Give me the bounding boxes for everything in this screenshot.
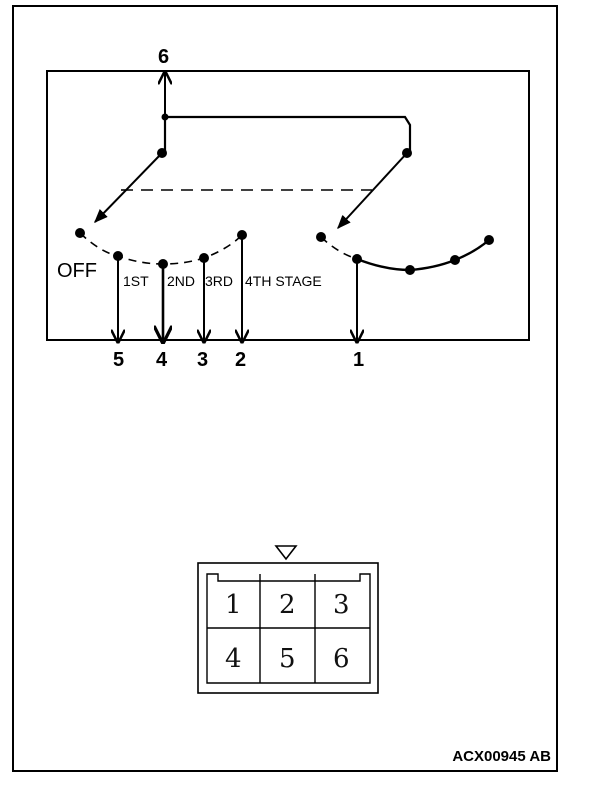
junction-dot <box>161 113 169 121</box>
terminal-label-1: 1 <box>353 349 364 371</box>
label-3rd: 3RD <box>205 273 233 289</box>
connector-pin-1: 1 <box>225 590 242 620</box>
contact-arc-right-bus <box>356 239 490 272</box>
terminal-label-4: 4 <box>156 349 168 371</box>
connector-pin-2: 2 <box>279 590 296 620</box>
connector-housing <box>197 562 379 694</box>
connector-face: 1 2 3 4 5 6 <box>197 545 379 694</box>
terminal-label-6: 6 <box>158 46 169 68</box>
connector-pin-5: 5 <box>279 644 296 674</box>
figure-code: ACX00945 AB <box>452 748 551 765</box>
switch-enclosure <box>46 70 530 341</box>
terminal-label-5: 5 <box>113 349 124 371</box>
contact-arc-left <box>79 232 243 265</box>
label-4th-stage: 4TH STAGE <box>245 273 322 289</box>
contact-arc-right-dashed <box>320 236 358 260</box>
connector-pin-3: 3 <box>333 590 350 620</box>
label-2nd: 2ND <box>167 273 195 289</box>
connector-pin-6: 6 <box>333 644 350 674</box>
right-switch-arm <box>337 152 408 230</box>
common-bus <box>165 115 412 152</box>
connector-key-triangle <box>274 545 298 561</box>
label-off: OFF <box>57 260 97 282</box>
left-switch-arm <box>94 152 163 224</box>
connector-pin-4: 4 <box>225 644 242 674</box>
outer-frame <box>12 5 558 772</box>
label-1st: 1ST <box>123 273 149 289</box>
terminal-label-3: 3 <box>197 349 208 371</box>
terminal-label-2: 2 <box>235 349 246 371</box>
